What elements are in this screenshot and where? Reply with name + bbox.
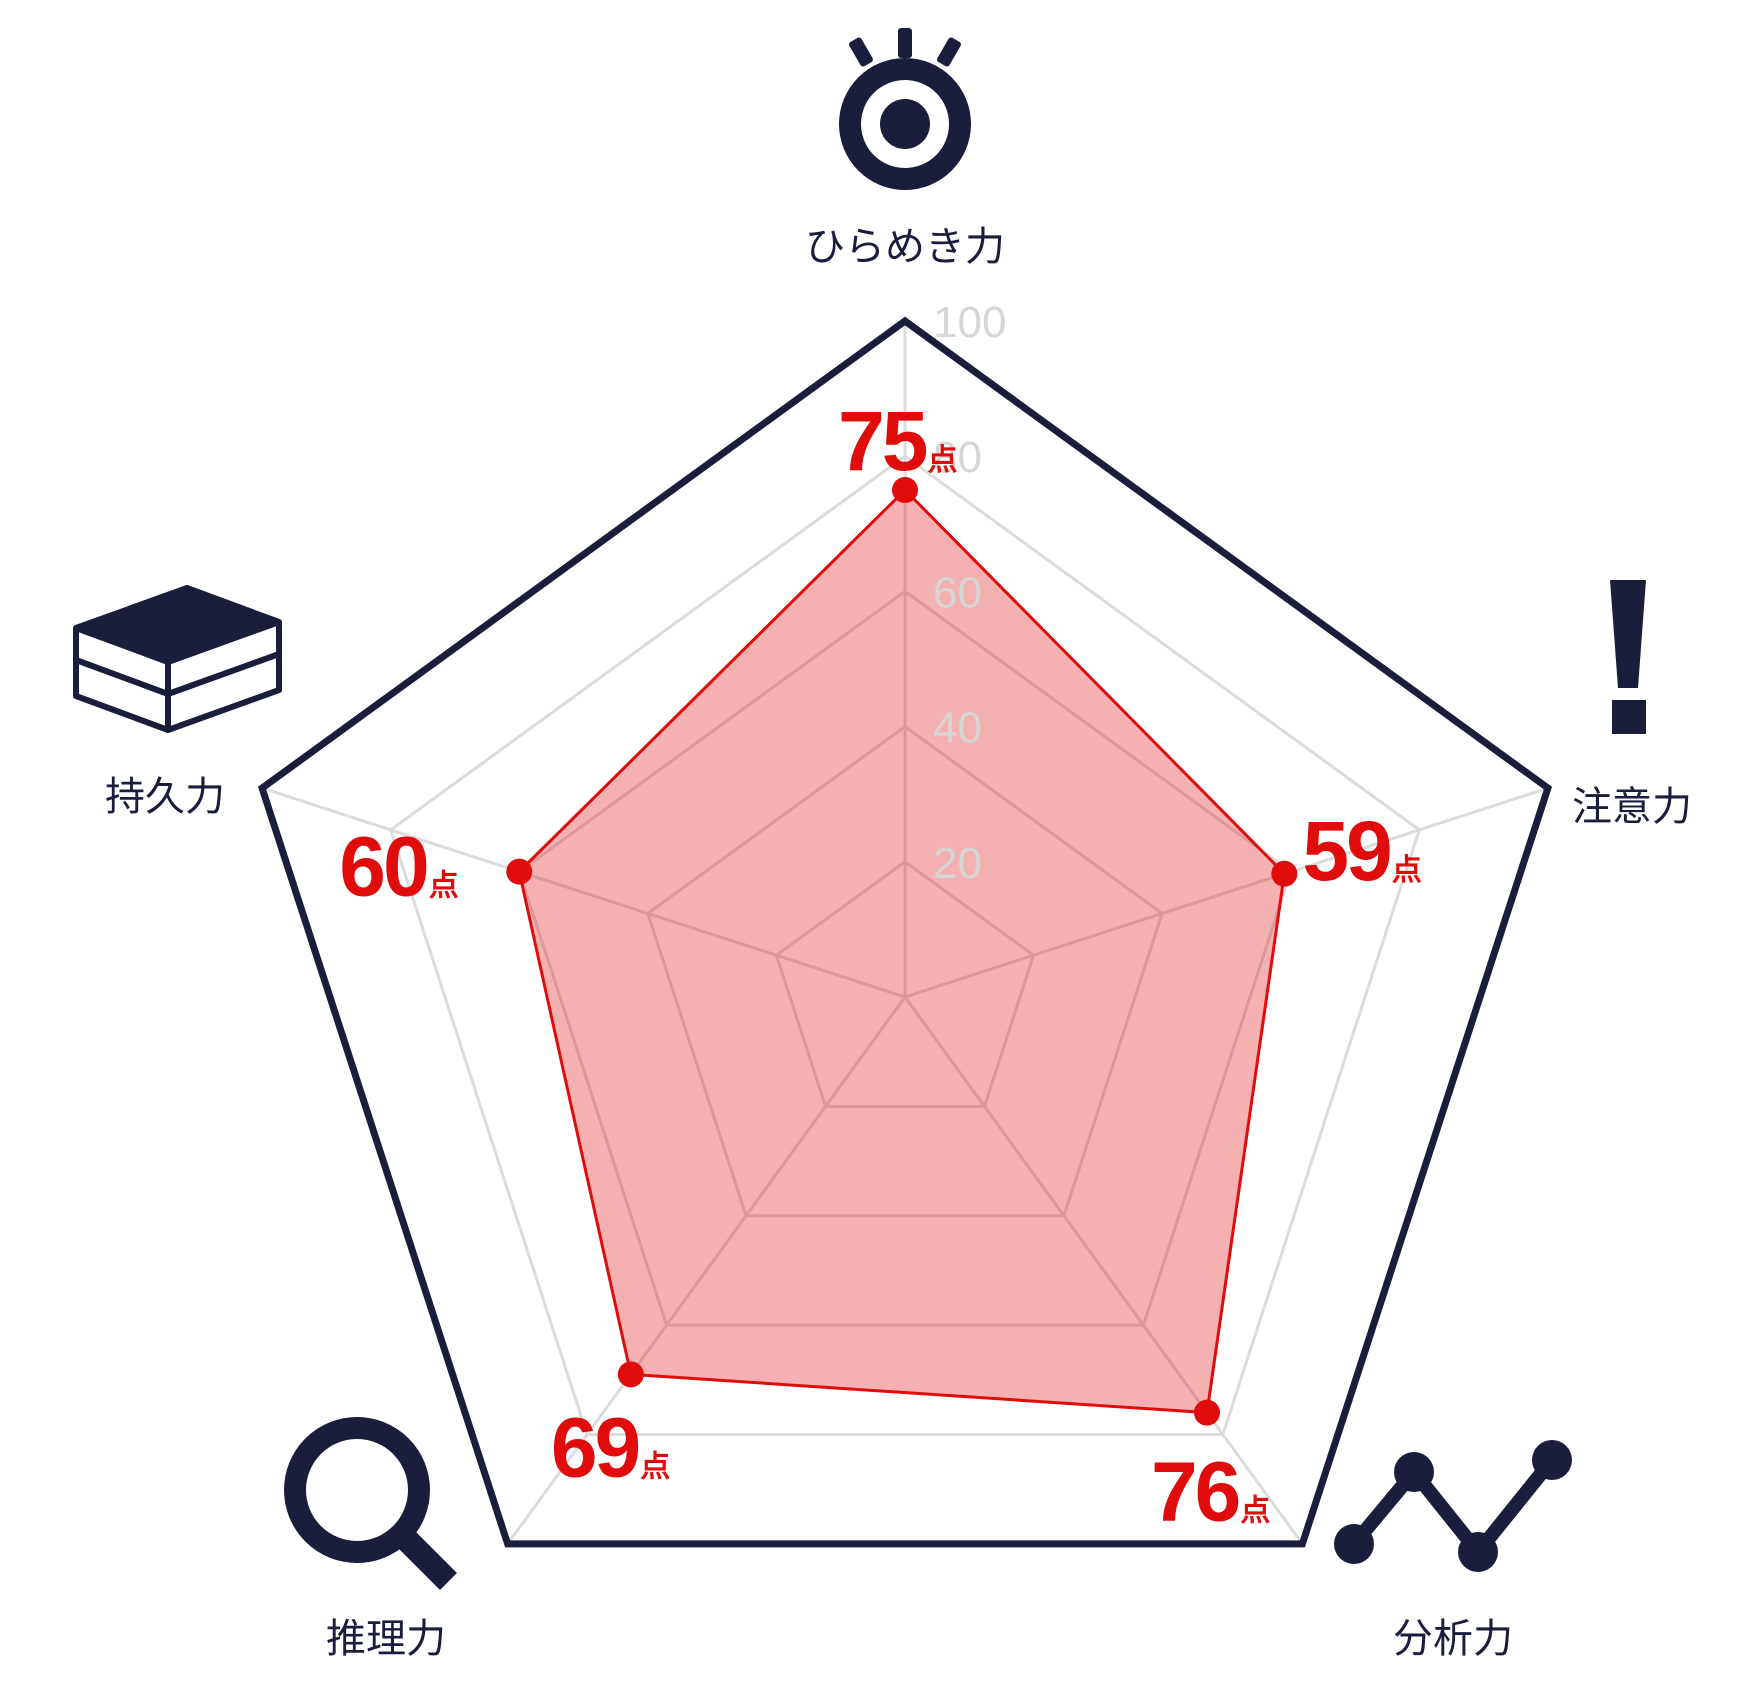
score-value-label: 60点 — [339, 820, 458, 914]
grid-spoke — [261, 786, 906, 999]
score-number: 69 — [551, 1400, 639, 1494]
tick-label: 60 — [933, 568, 982, 617]
score-points — [506, 477, 1298, 1426]
radar-grid — [261, 321, 1549, 1545]
score-unit: 点 — [927, 443, 957, 478]
score-point — [617, 1361, 644, 1388]
magnifier-icon — [284, 1417, 457, 1590]
score-value-label: 69点 — [551, 1400, 670, 1494]
score-number: 59 — [1302, 804, 1390, 898]
tick-label: 80 — [933, 433, 982, 482]
tick-labels: 20 40 60 80 100 — [933, 298, 1006, 888]
axis-label: 持久力 — [105, 774, 225, 820]
axis-label: 推理力 — [326, 1616, 446, 1662]
score-value-label: 75点 — [838, 394, 957, 488]
score-unit: 点 — [1240, 1494, 1270, 1529]
axis-label: 分析力 — [1393, 1616, 1513, 1662]
score-point — [1193, 1399, 1220, 1426]
axis-label: ひらめき力 — [805, 224, 1005, 270]
score-number: 75 — [838, 394, 927, 488]
score-unit: 点 — [429, 869, 459, 904]
grid-ring — [388, 454, 1422, 1437]
score-value-label: 59点 — [1302, 804, 1421, 898]
radar-outer-frame — [257, 316, 1553, 1548]
exclamation-icon — [1610, 580, 1646, 734]
score-unit: 点 — [640, 1449, 670, 1484]
line-graph-icon — [1334, 1440, 1572, 1572]
book-stack-icon — [73, 585, 282, 733]
score-number: 60 — [339, 820, 427, 914]
grid-spoke — [506, 996, 907, 1545]
score-point — [892, 477, 918, 503]
score-area — [517, 487, 1286, 1415]
axis-label: 注意力 — [1572, 784, 1692, 830]
score-number: 76 — [1151, 1445, 1239, 1539]
grid-spoke — [903, 996, 1304, 1545]
grid-ring — [774, 859, 1036, 1108]
score-point — [506, 858, 533, 885]
tick-label: 100 — [933, 298, 1006, 347]
tick-label: 20 — [933, 839, 982, 888]
grid-spoke — [904, 786, 1549, 999]
score-value-label: 76点 — [1151, 1445, 1270, 1539]
score-unit: 点 — [1392, 853, 1422, 888]
grid-ring — [517, 589, 1293, 1327]
score-point — [1271, 860, 1298, 887]
grid-ring — [646, 724, 1164, 1218]
tick-label: 40 — [933, 704, 982, 753]
idea-eye-icon — [839, 28, 971, 190]
